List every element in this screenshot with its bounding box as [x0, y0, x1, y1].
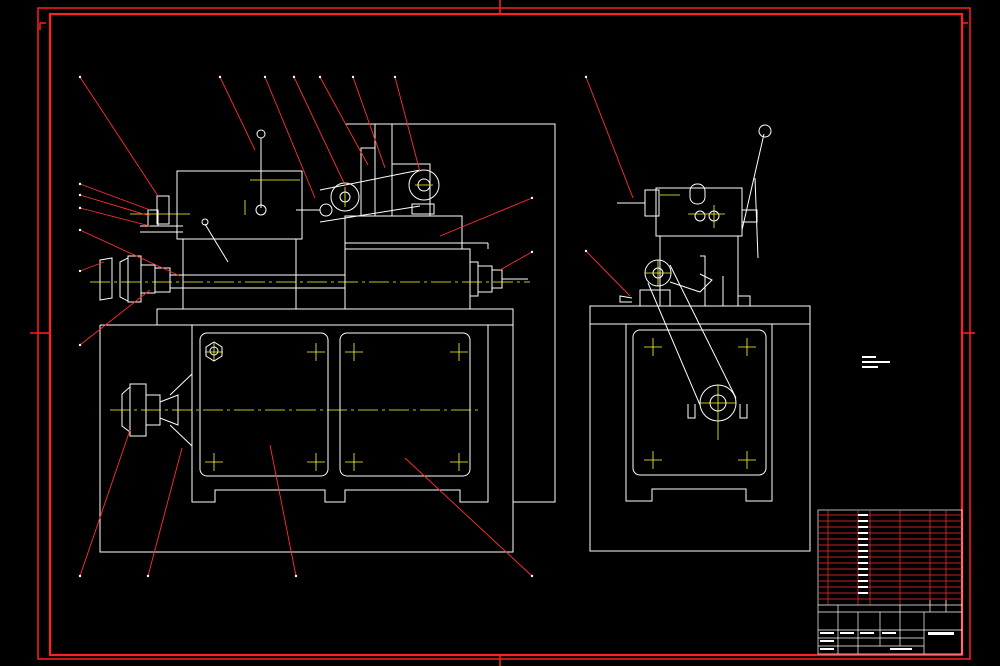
- side-view: [589, 124, 811, 552]
- part-markers: [78, 75, 588, 578]
- sheet-border: [30, 0, 975, 666]
- cabinet-door-left: [199, 332, 329, 477]
- parts-list-rows: [818, 510, 962, 605]
- machine-bed: [156, 308, 514, 326]
- door-crosshairs: [205, 343, 468, 471]
- front-view: [99, 123, 556, 553]
- cabinet-body: [191, 325, 489, 503]
- title-block: [817, 509, 963, 655]
- side-cabinet-door: [632, 329, 767, 476]
- leader-lines: [79, 76, 634, 577]
- headstock: [176, 170, 303, 240]
- carriage: [344, 248, 471, 310]
- side-centre-lines: [644, 194, 756, 469]
- centre-lines: [90, 179, 530, 471]
- technical-note-marks: [862, 356, 890, 368]
- cabinet-door-right: [339, 332, 471, 477]
- title-block-marks: [820, 514, 954, 650]
